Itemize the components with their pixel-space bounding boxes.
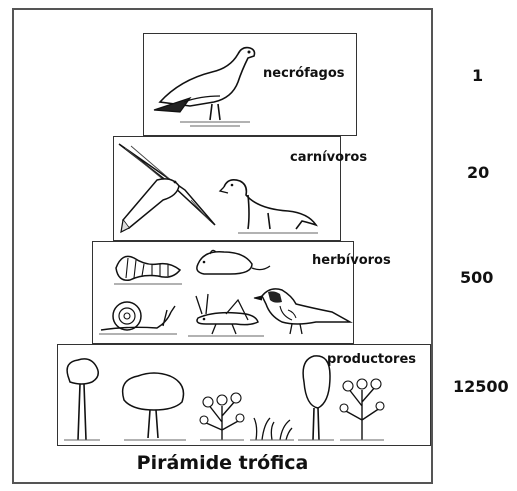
diagram-caption: Pirámide trófica: [12, 452, 433, 474]
vulture-icon: [150, 40, 265, 130]
count-herbivoros: 500: [460, 268, 493, 287]
grass-icon: [250, 414, 294, 442]
tree-icon: [118, 370, 190, 442]
mouse-icon: [190, 246, 272, 280]
tier-label-carnivoros: carnívoros: [290, 150, 367, 165]
tier-label-necrofagos: necrófagos: [263, 66, 345, 81]
count-necrofagos: 1: [472, 66, 483, 85]
tier-label-productores: productores: [327, 352, 416, 367]
tier-label-herbivoros: herbívoros: [312, 253, 391, 268]
bird-icon: [252, 282, 352, 338]
count-carnivoros: 20: [467, 163, 489, 182]
weasel-icon: [218, 175, 323, 235]
hawk-icon: [117, 140, 217, 235]
shrub-icon: [198, 386, 246, 442]
caterpillar-icon: [112, 248, 184, 286]
count-productores: 12500: [453, 377, 509, 396]
snail-icon: [97, 296, 179, 336]
tree-icon: [62, 356, 102, 442]
shrub-icon: [338, 376, 386, 442]
